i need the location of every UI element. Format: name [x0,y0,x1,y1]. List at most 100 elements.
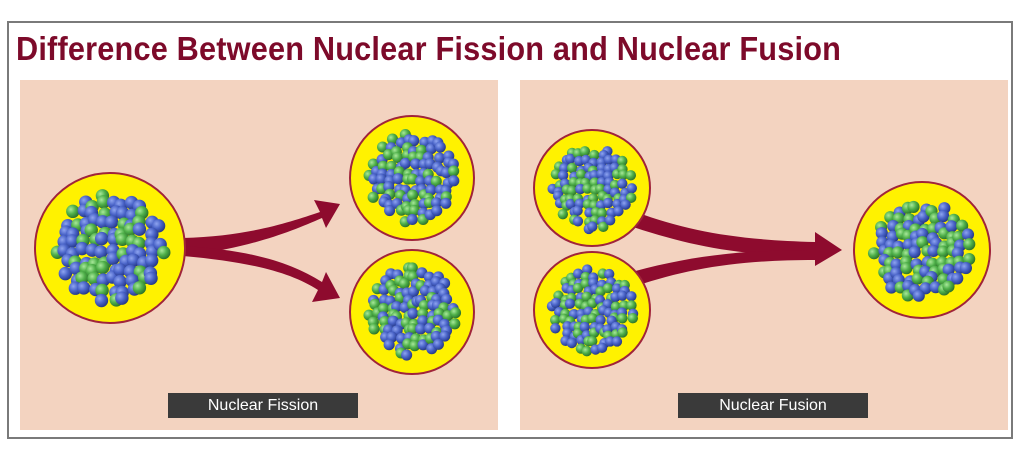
proton [65,234,80,248]
proton [595,314,606,326]
proton [951,272,964,285]
proton [604,268,615,280]
neutron [625,170,636,181]
proton [384,205,396,217]
proton [611,336,623,347]
neutron [550,314,561,326]
proton [441,293,453,305]
proton [620,199,631,210]
neutron [408,204,420,216]
neutron [572,282,584,294]
neutron [385,160,398,172]
proton [415,175,427,187]
proton [596,342,608,354]
neutron [95,260,110,275]
proton [448,175,460,187]
fusion-reactant-nucleus-bottom [533,251,651,369]
proton [431,205,443,217]
proton [885,281,898,294]
proton [942,263,955,276]
proton [890,258,903,271]
neutron [96,195,111,209]
neutron [386,133,399,145]
fission-arrows [183,200,340,302]
proton [401,349,413,361]
proton [407,307,419,319]
proton [602,197,614,209]
proton [550,297,562,309]
proton [113,263,127,277]
neutron [75,271,89,285]
neutron [407,323,419,335]
proton [439,330,451,342]
neutron [867,247,881,260]
proton [115,291,129,305]
proton [557,170,569,181]
proton [392,173,404,185]
diagram-title: Difference Between Nuclear Fission and N… [16,30,842,67]
fusion-product-nucleus [853,181,991,319]
neutron [66,204,80,219]
proton [58,266,73,281]
proton [579,321,590,333]
proton [912,289,925,302]
proton [875,227,888,240]
proton [432,338,444,350]
proton [415,323,427,335]
neutron [157,245,171,260]
neutron [95,283,109,298]
proton [572,216,584,227]
neutron [900,262,913,275]
neutron [566,185,577,196]
proton [617,290,628,301]
neutron [378,303,390,315]
proton [564,298,576,309]
proton [604,215,616,226]
neutron [956,219,969,232]
proton [69,261,83,275]
proton [407,286,420,298]
neutron [430,175,442,187]
proton [77,281,91,295]
neutron [576,169,587,180]
proton [408,135,420,147]
neutron [369,298,381,310]
neutron [617,327,628,338]
fusion-reactant-nucleus-top [533,129,651,247]
proton [430,197,443,209]
neutron [379,315,391,328]
proton [959,261,973,275]
neutron [367,191,379,203]
proton [132,222,147,236]
proton [565,198,576,210]
proton [144,271,158,285]
neutron [626,192,637,203]
neutron [449,318,461,330]
fission-product-nucleus-top [349,115,475,241]
neutron [581,346,592,357]
neutron [448,165,460,177]
proton [126,253,141,267]
proton [908,245,921,259]
neutron [392,151,404,163]
neutron [626,300,637,311]
neutron [557,208,569,220]
proton [417,339,429,351]
proton [425,184,437,196]
proton [106,251,120,265]
proton [94,245,108,259]
neutron [132,281,147,295]
fission-parent-nucleus [34,172,186,324]
arrow-split-up [183,200,340,256]
neutron [582,183,593,194]
proton [565,153,576,165]
proton [410,158,422,170]
arrow-split-down [183,246,340,302]
proton [945,220,958,233]
neutron [449,307,462,319]
neutron [377,141,389,153]
neutron [627,313,639,324]
neutron [587,313,598,324]
neutron [617,155,628,167]
